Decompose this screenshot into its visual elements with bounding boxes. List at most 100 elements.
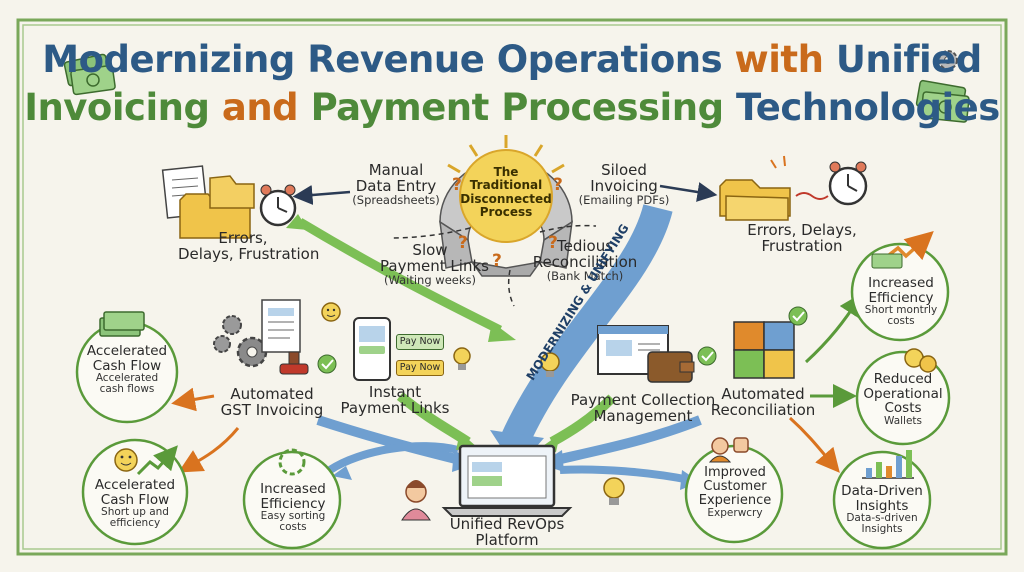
document-icon [261,299,301,353]
feature-line: Payment Links [340,399,450,418]
feature-payment-collection: Payment Collection Management [568,392,718,426]
person-icon [708,437,732,463]
lightbulb-icon [453,347,471,370]
outcome-title: Costs [884,400,922,417]
frame-border [16,18,1008,556]
label-title: Manual [368,161,424,179]
feature-instant-payment-links: Instant Payment Links [340,384,450,418]
bar-chart-icon [862,450,914,479]
arrow-to-efficiency [804,292,863,364]
title-line-1: Modernizing Revenue Operations with Unif… [0,38,1024,81]
outcome-title: Cash Flow [100,491,170,508]
green-arrowhead [286,214,308,230]
outcome-title: Operational [863,385,943,402]
outcome-sub: Data-s-driven [846,512,918,525]
unified-revops-platform-label: Unified RevOps Platform [432,515,582,549]
outcome-title: Reduced [873,371,933,387]
label-sub: (Emailing PDFs) [578,193,670,208]
pain-line: Errors, Delays, [747,221,857,239]
outcome-sub: Short montrly [864,304,938,317]
outcome-sub: Short up and [101,506,169,519]
outcome-title: Increased [260,481,326,497]
dashed-connector [389,227,471,239]
outcome-sub: cash flows [99,383,155,396]
outcome-efficiency-bottom: Increased Efficiency Easy sorting costs [248,482,338,534]
green-arrowhead [488,322,516,342]
outcome-title: Efficiency [868,289,934,306]
outcome-customer: Improved Customer Experience Experwcry [690,465,780,520]
outcome-title: Cash Flow [92,357,162,374]
label-sub: (Bank Match) [546,269,624,284]
label-tedious-reconciliation: Tedious Reconciliation (Bank Match) [530,238,640,283]
laptop-icon [441,444,573,517]
outcome-sub: Accelerated [95,372,159,385]
smiley-icon [114,448,138,472]
stamp-icon [279,351,309,375]
outcome-title: Insights [855,497,909,514]
outcome-circle-reduced-costs [855,350,951,446]
label-manual-data-entry: Manual Data Entry (Spreadsheets) [346,162,446,207]
alarm-clock-icon [259,184,297,227]
money-icon [871,253,903,269]
title-line-2: Invoicing and Payment Processing Technol… [0,86,1024,129]
outcome-title: Increased [868,275,934,291]
hub-line: Traditional [469,178,543,193]
title-part: Invoicing [24,86,210,129]
outcome-cash-flow-top: Accelerated Cash Flow Accelerated cash f… [82,344,172,396]
pain-line: Delays, Frustration [178,245,320,264]
arrow-to-cash-flow-bottom [178,427,240,473]
modernizing-arrow [501,203,673,447]
hub-line: Process [479,205,533,220]
lightbulb-icon [540,352,560,377]
outcome-reduced-costs: Reduced Operational Costs Wallets [858,372,948,427]
coin-icon [904,348,937,373]
arrow-to-right-pain [659,182,718,202]
title-part: Payment Processing [310,86,725,129]
platform-line: Unified RevOps [449,515,565,533]
feature-automated-reconciliation: Automated Reconciliation [704,386,822,419]
alarm-clock-icon [770,155,868,206]
gear-icon [938,50,958,70]
pay-now-button: Pay Now [396,334,444,350]
gear-icon [213,315,268,368]
blue-arrow-customer [559,465,691,484]
title-part: with [734,38,824,81]
title-part: Unified [835,38,982,81]
outcome-sub: costs [887,315,915,328]
outcome-efficiency-right: Increased Efficiency Short montrly costs [856,276,946,328]
blue-arrow-efficiency [327,442,460,474]
pain-right: Errors, Delays, Frustration [742,221,862,255]
checkmark-icon [697,346,717,366]
phone-icon [353,317,391,381]
dashed-connector [539,224,597,233]
folder-icon [719,179,791,221]
label-title: Slow [412,241,448,259]
pain-line: Errors, [218,229,268,247]
question-icon: ? [548,233,558,253]
outcome-insights: Data-Driven Insights Data-s-driven Insig… [834,484,930,536]
label-title: Invoicing [590,177,658,196]
label-title: Data Entry [355,177,437,196]
outcome-title: Accelerated [94,477,176,493]
arrow-to-insights [788,416,840,473]
outcome-sub: Insights [861,523,903,536]
outcome-sub: Experwcry [707,507,763,520]
lightbulb-icon [603,477,625,505]
disconnected-process-hub [439,135,573,277]
outcome-sub: efficiency [109,517,161,530]
folder-icon [179,175,255,239]
pay-now-button: Pay Now [396,360,444,376]
label-title: Payment Links [380,257,489,276]
person-icon [401,480,431,521]
frustration-squiggle [795,192,829,200]
feature-line: Management [593,407,693,426]
label-siloed-invoicing: Siloed Invoicing (Emailing PDFs) [574,162,674,207]
hub-line: The [493,165,519,179]
money-icon [915,79,970,123]
question-icon: ? [458,233,468,253]
blue-arrow-gst [316,415,462,465]
puzzle-icon [733,321,795,379]
outcome-title: Customer [703,479,767,495]
feature-gst-invoicing: Automated GST Invoicing [212,386,332,419]
